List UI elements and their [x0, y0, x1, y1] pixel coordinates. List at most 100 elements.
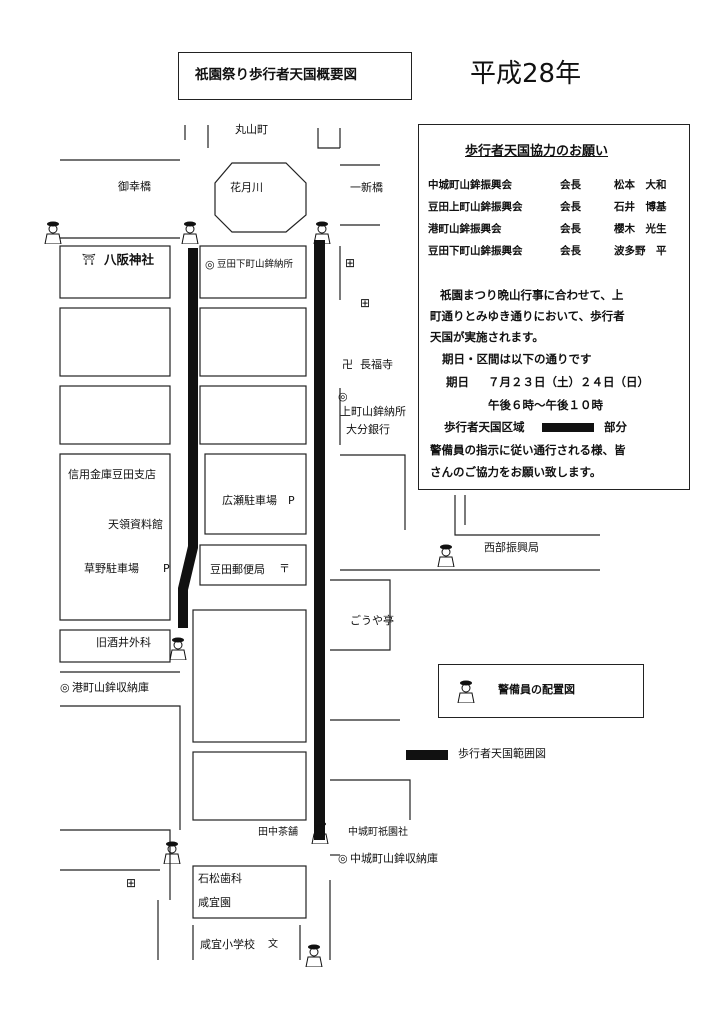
hoko-storage-icon: ◎ — [205, 258, 215, 271]
hospital-icon: ⊞ — [345, 256, 356, 270]
street-kagetsu: 花月川 — [230, 181, 263, 194]
torii-icon: ⛩ — [82, 253, 96, 266]
title-box — [178, 52, 412, 100]
road-edge — [340, 454, 406, 530]
place-tenryo: 天領資料館 — [108, 518, 163, 531]
guard-icon — [181, 221, 199, 244]
zone-band-west — [178, 248, 198, 628]
block — [59, 307, 171, 377]
guard-icon — [305, 944, 323, 967]
committee-name: 松本 大和 — [614, 179, 667, 191]
zone-band-east — [314, 240, 325, 840]
hospital-icon: ⊞ — [360, 296, 371, 310]
committee-role: 会長 — [560, 201, 581, 213]
guard-icon — [457, 680, 475, 703]
committee-role: 会長 — [560, 245, 581, 257]
street-gokou: 御幸橋 — [118, 180, 151, 193]
guard-icon — [44, 221, 62, 244]
committee-org: 中城町山鉾振興会 — [428, 179, 512, 191]
street-ichishin: 一新橋 — [350, 181, 383, 194]
guard-icon — [169, 637, 187, 660]
area-swatch — [542, 423, 594, 432]
block — [192, 751, 307, 821]
date-value: ７月２３日（土）２４日（日） — [488, 375, 649, 389]
legend-zone-label: 歩行者天国範囲図 — [458, 747, 546, 760]
block-post — [199, 544, 307, 586]
place-nakajo-hoko: 中城町山鉾収納庫 — [350, 852, 438, 865]
committee-role: 会長 — [560, 179, 581, 191]
block-shinkin — [59, 453, 171, 621]
block-kyusakai — [59, 629, 171, 663]
guard-icon — [313, 221, 331, 244]
place-kangi-school: 咸宜小学校 — [200, 938, 255, 951]
legend-zone-swatch — [406, 750, 448, 760]
road-edge — [454, 495, 600, 536]
place-mameda-post: 豆田郵便局 — [210, 563, 265, 576]
place-ishimatsu: 石松歯科 — [198, 872, 242, 885]
hospital-icon: ⊞ — [126, 876, 137, 890]
road-edge — [330, 779, 411, 820]
committee-org: 港町山鉾振興会 — [428, 223, 502, 235]
place-mameda-shimo-hoko: 豆田下町山鉾納所 — [217, 259, 294, 270]
block — [199, 385, 307, 445]
block — [192, 609, 307, 743]
guard-icon — [311, 821, 329, 844]
road-edge — [60, 705, 181, 830]
place-kamimachi-hoko: 上町山鉾納所 — [340, 405, 406, 418]
road-edge — [330, 579, 391, 651]
guard-icon — [163, 841, 181, 864]
block-hirose — [204, 453, 307, 535]
notice-body-line: 期日・区間は以下の通りです — [442, 352, 592, 366]
committee-name: 石井 博基 — [614, 201, 667, 213]
closing-line: 警備員の指示に従い通行される様、皆 — [430, 443, 626, 457]
hoko-storage-icon: ◎ — [60, 681, 70, 694]
legend-guard-label: 警備員の配置図 — [498, 683, 575, 696]
committee-org: 豆田上町山鉾振興会 — [428, 201, 523, 213]
parking-icon: P — [163, 562, 170, 575]
kagetsu-bridge-outline — [214, 162, 307, 233]
committee-org: 豆田下町山鉾振興会 — [428, 245, 523, 257]
place-minato-hoko: 港町山鉾収納庫 — [72, 681, 149, 694]
place-choufuku: 長福寺 — [360, 358, 393, 371]
block-ishimatsu — [192, 865, 307, 919]
block-yasaka — [59, 245, 171, 299]
school-icon: 文 — [268, 939, 278, 950]
place-hirose-parking: 広瀬駐車場 — [222, 494, 277, 507]
place-kusano-parking: 草野駐車場 — [84, 562, 139, 575]
hoko-storage-icon: ◎ — [338, 852, 348, 865]
guard-icon — [437, 544, 455, 567]
notice-body-line: 町通りとみゆき通りにおいて、歩行者 — [430, 309, 625, 323]
page-title: 祇園祭り歩行者天国概要図 — [195, 67, 357, 83]
street-maruyama: 丸山町 — [235, 123, 268, 136]
legend-guard-box — [438, 664, 644, 718]
notice-body-line: 天国が実施されます。 — [430, 330, 544, 344]
place-yasaka: 八阪神社 — [104, 252, 155, 267]
pedestrian-zone — [178, 240, 325, 840]
place-tanaka-tea: 田中茶舗 — [258, 827, 298, 838]
temple-icon: 卍 — [342, 358, 353, 371]
place-kyusakai: 旧酒井外科 — [96, 636, 151, 649]
place-shinkin: 信用金庫豆田支店 — [68, 468, 156, 481]
time-value: 午後６時～午後１０時 — [488, 398, 603, 412]
parking-icon: P — [288, 494, 295, 507]
area-label: 歩行者天国区域 — [444, 420, 525, 434]
closing-line: さんのご協力をお願い致します。 — [430, 465, 602, 479]
place-kangien: 咸宜園 — [198, 896, 231, 909]
block — [199, 307, 307, 377]
date-label: 期日 — [446, 375, 469, 389]
place-nakajo-gion: 中城町祇園社 — [348, 827, 408, 838]
committee-name: 波多野 平 — [614, 245, 667, 257]
block — [59, 385, 171, 445]
year-label: 平成28年 — [470, 59, 582, 89]
notice-heading: 歩行者天国協力のお願い — [465, 144, 609, 159]
place-oita-bank: 大分銀行 — [346, 423, 390, 436]
hoko-storage-icon: ◎ — [338, 390, 348, 403]
area-suffix: 部分 — [604, 420, 627, 434]
block-mameda-shimo — [199, 245, 307, 299]
road-edge — [317, 128, 340, 149]
place-nishibu: 西部振興局 — [484, 541, 539, 554]
post-office-icon: 〒 — [279, 562, 290, 575]
notice-body-line: 祇園まつり晩山行事に合わせて、上 — [440, 288, 624, 302]
committee-name: 櫻木 光生 — [614, 223, 667, 235]
